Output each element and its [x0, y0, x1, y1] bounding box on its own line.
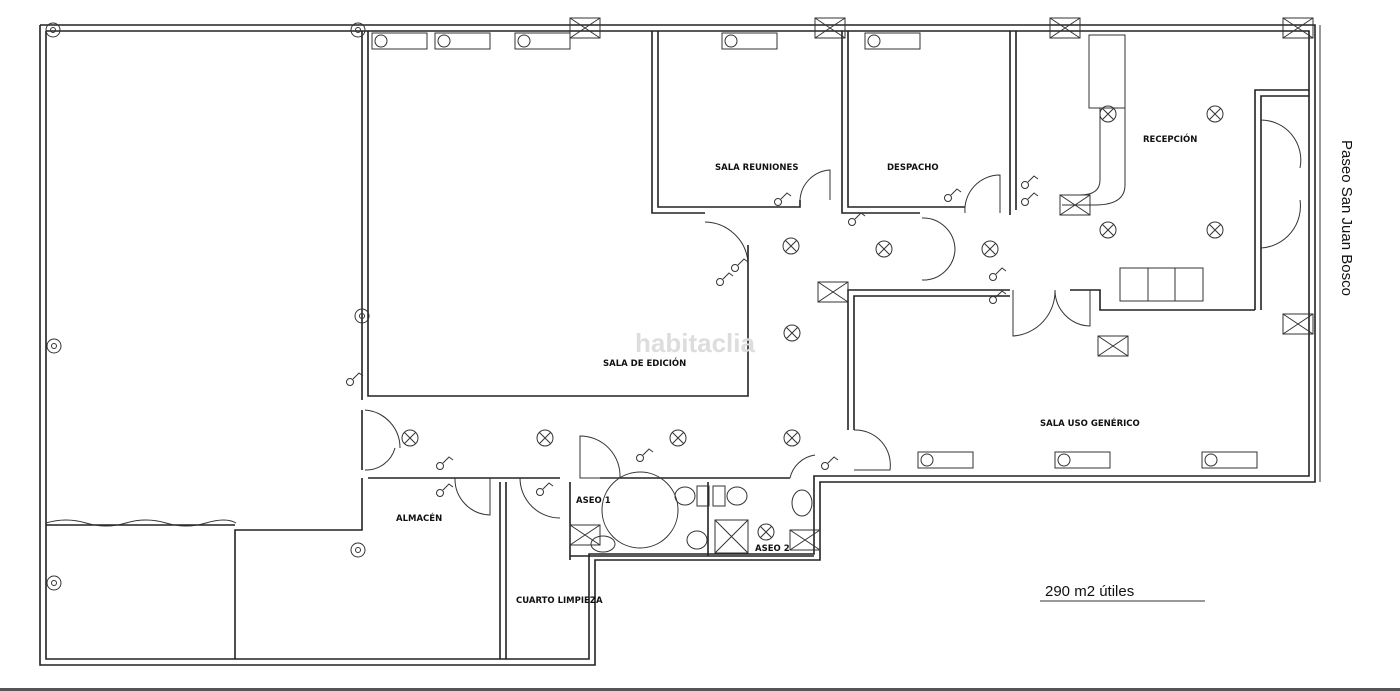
switch-icon	[848, 218, 856, 226]
ceiling-light-icon	[1206, 221, 1224, 239]
window-vent-icon	[1097, 335, 1129, 357]
room-label-sala-edicion: SALA DE EDICIÓN	[603, 357, 686, 369]
sink-icon	[590, 535, 616, 553]
window-vent-icon	[569, 524, 601, 546]
room-label-almacen: ALMACÉN	[396, 512, 442, 524]
window-vent-icon	[817, 281, 849, 303]
ceiling-light-icon	[782, 237, 800, 255]
window-vent-icon	[814, 17, 846, 39]
watermark: habitaclia	[635, 328, 755, 358]
toilet-icon	[726, 486, 748, 506]
window-vent-icon	[569, 17, 601, 39]
ceiling-light-icon	[401, 429, 419, 447]
switch-icon	[989, 296, 997, 304]
window-vent-icon	[1282, 313, 1314, 335]
room-label-aseo-1: ASEO 1	[576, 496, 611, 506]
column-point-icon	[350, 22, 366, 38]
sink-icon	[791, 489, 813, 517]
room-label-cuarto-limpieza: CUARTO LIMPIEZA	[516, 596, 603, 606]
ceiling-light-icon	[1206, 105, 1224, 123]
switch-icon	[536, 488, 544, 496]
window-vent-icon	[1059, 194, 1091, 216]
toilet-icon	[674, 486, 696, 506]
fixtures	[45, 17, 1314, 591]
switch-icon	[821, 462, 829, 470]
ceiling-light-icon	[783, 429, 801, 447]
window-vent-icon	[1282, 17, 1314, 39]
wheelchair-turning-circle-icon	[601, 471, 679, 549]
switch-icon	[774, 198, 782, 206]
switch-icon	[346, 378, 354, 386]
area-label: 290 m2 útiles	[1045, 583, 1134, 600]
switch-icon	[436, 489, 444, 497]
desk-workstation-icon	[864, 32, 921, 50]
bottom-border	[0, 688, 1400, 691]
column-point-icon	[350, 542, 366, 558]
walls	[39, 24, 1321, 666]
desk-workstation-icon	[434, 32, 491, 50]
street-label: Paseo San Juan Bosco	[1338, 140, 1355, 296]
switch-icon	[1021, 198, 1029, 206]
column-point-icon	[354, 308, 370, 324]
switch-icon	[1021, 181, 1029, 189]
room-label-recepcion: RECEPCIÓN	[1143, 133, 1197, 145]
ceiling-light-icon	[757, 523, 775, 541]
room-label-sala-reuniones: SALA REUNIONES	[715, 163, 798, 173]
ceiling-light-icon	[1099, 105, 1117, 123]
ceiling-light-icon	[1099, 221, 1117, 239]
desk-workstation-icon	[721, 32, 778, 50]
column-point-icon	[46, 338, 62, 354]
column-point-icon	[45, 22, 61, 38]
column-point-icon	[46, 575, 62, 591]
window-vent-icon	[1049, 17, 1081, 39]
ceiling-light-icon	[875, 240, 893, 258]
room-label-sala-uso-generico: SALA USO GENÉRICO	[1040, 417, 1140, 429]
ceiling-light-icon	[669, 429, 687, 447]
ceiling-light-icon	[783, 324, 801, 342]
desk-workstation-icon	[1201, 451, 1258, 469]
switch-icon	[636, 454, 644, 462]
switch-icon	[436, 462, 444, 470]
desk-workstation-icon	[371, 32, 428, 50]
desk-workstation-icon	[514, 32, 571, 50]
room-label-despacho: DESPACHO	[887, 163, 939, 173]
room-label-aseo-2: ASEO 2	[755, 544, 790, 554]
ceiling-light-icon	[981, 240, 999, 258]
ceiling-light-icon	[536, 429, 554, 447]
window-vent-icon	[789, 529, 821, 551]
desk-workstation-icon	[1054, 451, 1111, 469]
switch-icon	[944, 194, 952, 202]
switch-icon	[716, 278, 724, 286]
switch-icon	[989, 273, 997, 281]
sink-icon	[686, 530, 708, 550]
switch-icon	[731, 264, 739, 272]
desk-workstation-icon	[917, 451, 974, 469]
shower-icon	[714, 519, 749, 554]
